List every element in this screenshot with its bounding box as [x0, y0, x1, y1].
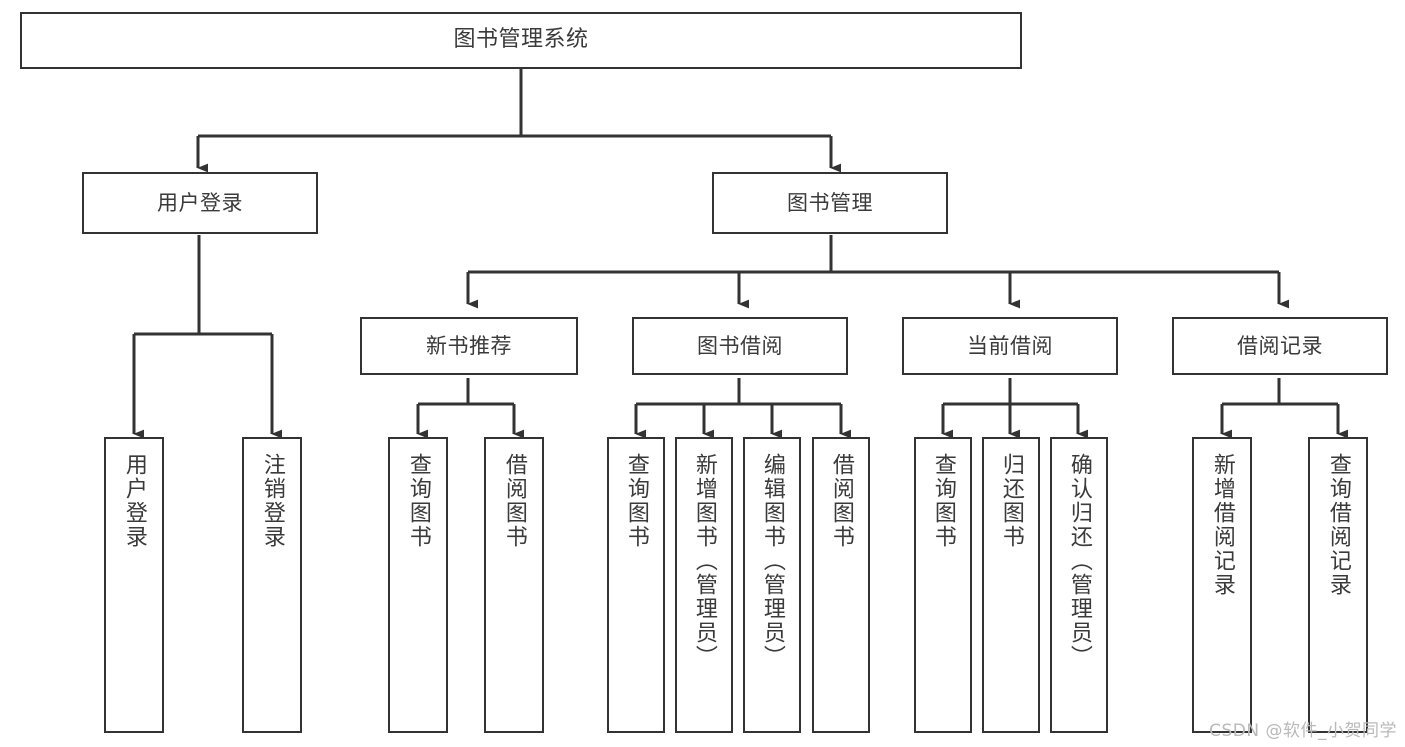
- node-leaf-borrow-book-2-label: 借阅图书: [828, 453, 854, 549]
- node-leaf-edit-book-label: 编辑图书（管理员）: [759, 453, 785, 669]
- node-leaf-query-book-3-label: 查询图书: [930, 453, 956, 549]
- node-book-borrow[interactable]: 图书借阅: [632, 317, 848, 375]
- node-book-management-label: 图书管理: [787, 190, 873, 215]
- csdn-watermark: CSDN @软件_小贺同学: [1209, 721, 1397, 741]
- node-new-book-recommend-label: 新书推荐: [426, 333, 512, 358]
- node-leaf-add-book[interactable]: 新增图书（管理员）: [675, 437, 733, 733]
- node-leaf-borrow-book-2[interactable]: 借阅图书: [812, 437, 870, 733]
- node-leaf-borrow-book-1[interactable]: 借阅图书: [484, 437, 544, 733]
- node-current-borrow-label: 当前借阅: [967, 333, 1053, 358]
- node-leaf-return-book[interactable]: 归还图书: [982, 437, 1040, 733]
- node-leaf-query-book-1[interactable]: 查询图书: [388, 437, 448, 733]
- node-borrow-record-label: 借阅记录: [1237, 333, 1323, 358]
- node-borrow-record[interactable]: 借阅记录: [1172, 317, 1388, 375]
- node-book-borrow-label: 图书借阅: [697, 333, 783, 358]
- node-book-management[interactable]: 图书管理: [712, 172, 948, 234]
- node-leaf-user-login[interactable]: 用户登录: [104, 437, 164, 733]
- node-leaf-query-book-2-label: 查询图书: [623, 453, 649, 549]
- node-leaf-query-book-3[interactable]: 查询图书: [914, 437, 972, 733]
- node-leaf-confirm-return[interactable]: 确认归还（管理员）: [1050, 437, 1108, 733]
- node-leaf-query-record[interactable]: 查询借阅记录: [1308, 437, 1368, 733]
- node-root-label: 图书管理系统: [453, 27, 589, 53]
- node-user-login[interactable]: 用户登录: [82, 172, 318, 234]
- node-leaf-user-logout-label: 注销登录: [259, 453, 285, 549]
- node-leaf-confirm-return-label: 确认归还（管理员）: [1066, 453, 1092, 669]
- node-leaf-user-logout[interactable]: 注销登录: [242, 437, 302, 733]
- node-leaf-query-record-label: 查询借阅记录: [1325, 453, 1351, 597]
- node-leaf-add-record-label: 新增借阅记录: [1209, 453, 1235, 597]
- node-new-book-recommend[interactable]: 新书推荐: [360, 317, 578, 375]
- node-user-login-label: 用户登录: [157, 190, 243, 215]
- node-leaf-return-book-label: 归还图书: [998, 453, 1024, 549]
- node-leaf-add-record[interactable]: 新增借阅记录: [1192, 437, 1252, 733]
- node-leaf-query-book-2[interactable]: 查询图书: [607, 437, 665, 733]
- node-leaf-borrow-book-1-label: 借阅图书: [501, 453, 527, 549]
- node-leaf-edit-book[interactable]: 编辑图书（管理员）: [743, 437, 801, 733]
- node-leaf-query-book-1-label: 查询图书: [405, 453, 431, 549]
- node-leaf-user-login-label: 用户登录: [121, 453, 147, 549]
- node-current-borrow[interactable]: 当前借阅: [902, 317, 1118, 375]
- node-leaf-add-book-label: 新增图书（管理员）: [691, 453, 717, 669]
- node-root[interactable]: 图书管理系统: [20, 12, 1022, 69]
